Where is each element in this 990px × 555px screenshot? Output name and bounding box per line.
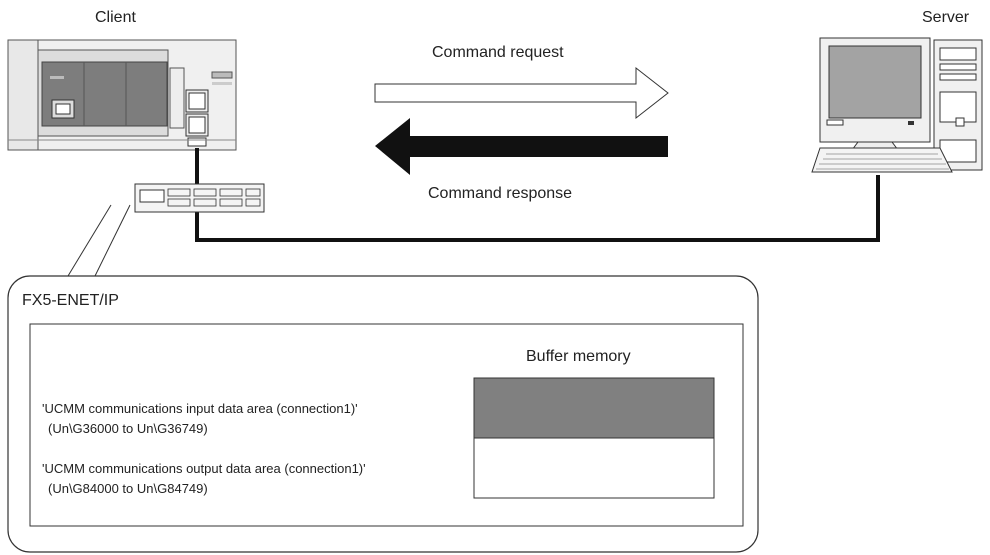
input-area-name: 'UCMM communications input data area (co… [42,401,358,416]
input-area-block [473,377,715,439]
client-label: Client [95,9,136,26]
callout-line [94,204,131,277]
command-response-label: Command response [428,185,573,202]
output-area-name: 'UCMM communications output data area (c… [42,461,366,476]
plc-client-icon [7,39,237,151]
hub-icon [134,183,265,213]
command-request-arrow [374,66,669,120]
module-title: FX5-ENET/IP [22,292,119,309]
output-area-range: (Un\G84000 to Un\G84749) [48,481,208,496]
callout-line [67,204,112,277]
input-area-range: (Un\G36000 to Un\G36749) [48,421,208,436]
command-response-arrow [375,118,668,175]
command-request-label: Command request [432,44,564,61]
server-computer-icon [811,37,983,173]
output-area-block [473,437,715,499]
server-label: Server [922,9,970,26]
buffer-memory-label: Buffer memory [526,348,631,365]
